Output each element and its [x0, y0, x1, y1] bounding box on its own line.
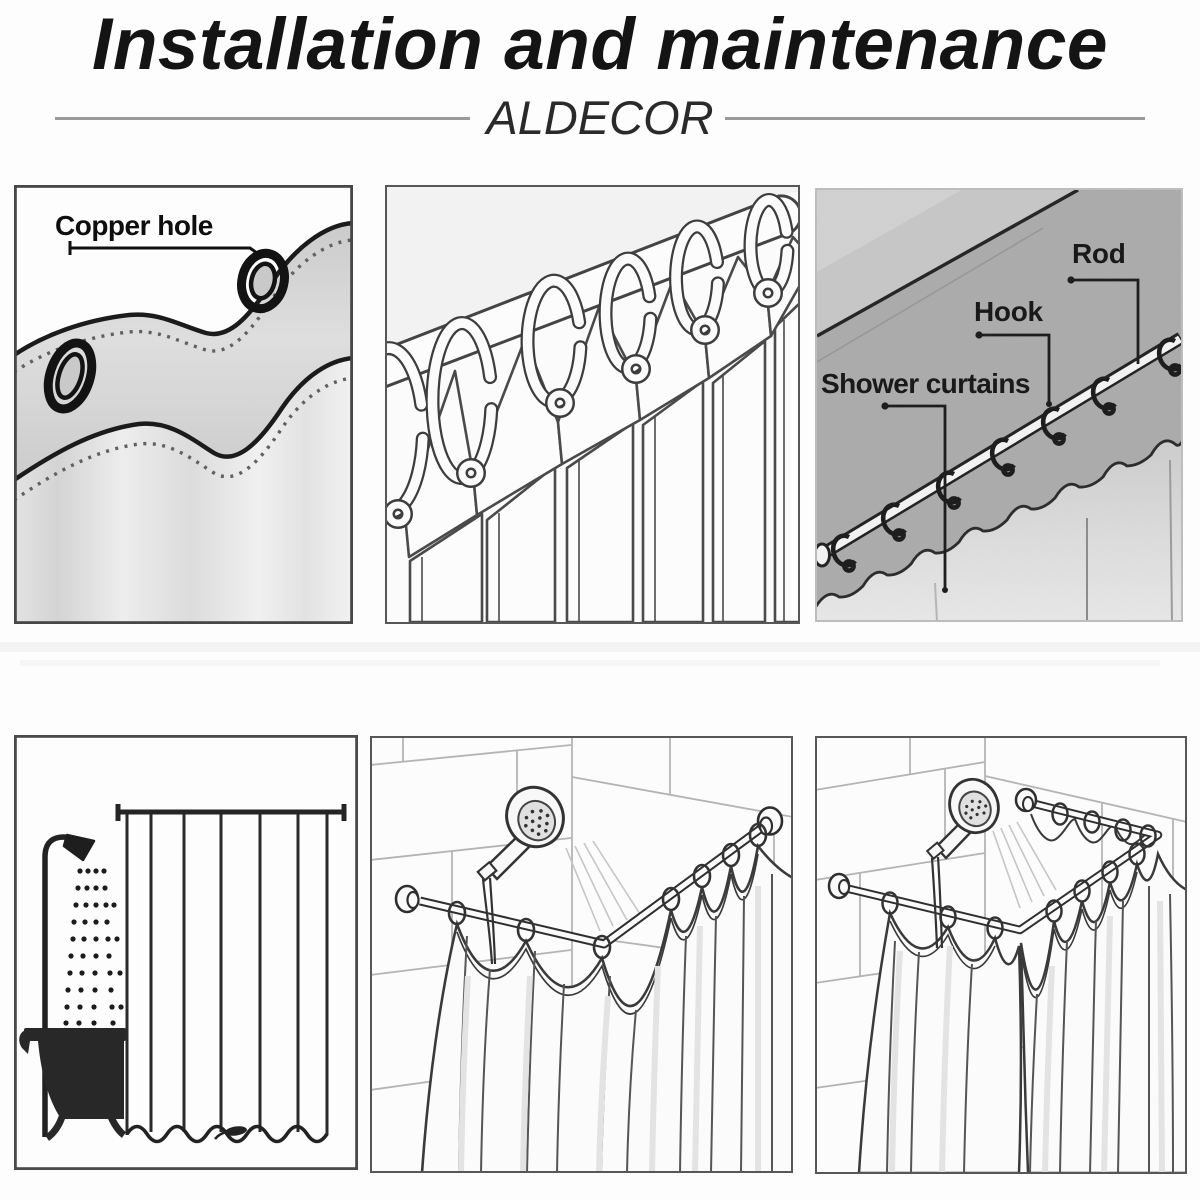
- svg-text:Copper hole: Copper hole: [55, 210, 213, 241]
